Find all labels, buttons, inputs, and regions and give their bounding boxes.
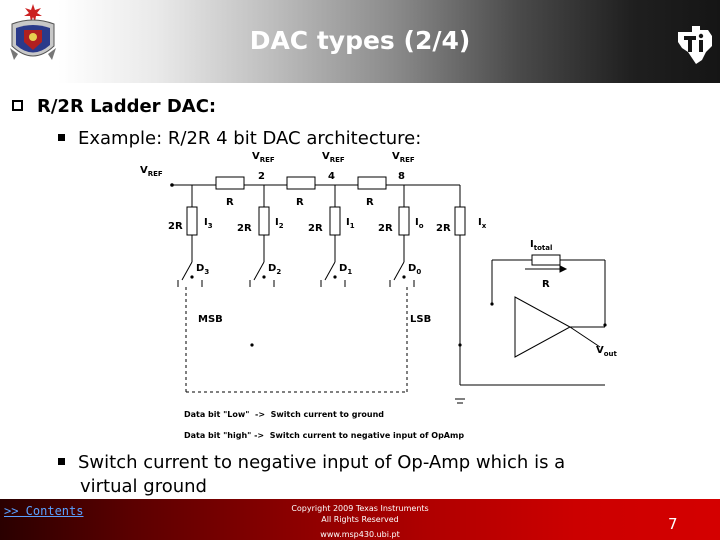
current-ix: Ix: [478, 217, 487, 230]
header-bar: [0, 0, 720, 83]
current-io: Io: [415, 217, 424, 230]
current-i1: I1: [346, 217, 355, 230]
shunt-2r-2: 2R: [237, 223, 252, 234]
current-i3: I3: [204, 217, 213, 230]
crest-icon: [10, 4, 56, 60]
lsb-label: LSB: [410, 314, 431, 325]
bullet-switch-line2: virtual ground: [80, 476, 207, 497]
bullet-main-text: R/2R Ladder DAC:: [37, 96, 217, 117]
legend-high: Data bit "high" -> Switch current to neg…: [184, 431, 464, 440]
vref-eighth-den: 8: [398, 171, 405, 182]
vref-quarter-den: 4: [328, 171, 335, 182]
contents-link[interactable]: >> Contents: [4, 504, 84, 518]
switch-d3: D3: [196, 263, 209, 276]
vref-eighth-label: VREF: [392, 151, 415, 164]
university-label: UBI: [11, 68, 32, 81]
vref-quarter-label: VREF: [322, 151, 345, 164]
feedback-r-label: R: [542, 279, 550, 290]
series-r-3: R: [366, 197, 374, 208]
legend-low: Data bit "Low" -> Switch current to grou…: [184, 410, 384, 419]
copyright-line1: Copyright 2009 Texas Instruments: [291, 504, 429, 513]
msb-label: MSB: [198, 314, 223, 325]
website-url: www.msp430.ubi.pt: [320, 530, 400, 539]
page-title: DAC types (2/4): [249, 26, 471, 55]
series-r-1: R: [226, 197, 234, 208]
footer-bar: [0, 499, 720, 540]
switch-d2: D2: [268, 263, 281, 276]
ti-logo-icon: [678, 26, 712, 64]
square-bullet-icon: [58, 458, 65, 465]
series-r-2: R: [296, 197, 304, 208]
switch-d0: D0: [408, 263, 421, 276]
bullet-switch-line1: Switch current to negative input of Op-A…: [78, 452, 566, 473]
vref-half-label: VREF: [252, 151, 275, 164]
vref-half-den: 2: [258, 171, 265, 182]
switch-d1: D1: [339, 263, 352, 276]
vref-main-label: VREF: [140, 165, 163, 178]
bullet-example: Example: R/2R 4 bit DAC architecture:: [58, 128, 421, 148]
copyright-line2: All Rights Reserved: [321, 515, 399, 524]
r2r-dac-circuit: VREF VREF 2 VREF 4 VREF 8 R R R 2R 2R 2R…: [140, 151, 618, 440]
shunt-2r-4: 2R: [378, 223, 393, 234]
page-number: 7: [668, 515, 678, 533]
square-bullet-icon: [58, 134, 65, 141]
bullet-r2r-ladder: R/2R Ladder DAC:: [12, 96, 216, 117]
current-i2: I2: [275, 217, 284, 230]
itotal-label: Itotal: [530, 239, 552, 252]
shunt-2r-5: 2R: [436, 223, 451, 234]
bullet-switch-current: Switch current to negative input of Op-A…: [58, 451, 698, 499]
shunt-2r-3: 2R: [308, 223, 323, 234]
copyright-notice: Copyright 2009 Texas Instruments All Rig…: [280, 503, 440, 525]
vout-label: Vout: [596, 345, 618, 358]
checkbox-bullet-icon: [12, 100, 23, 111]
shunt-2r-1: 2R: [168, 221, 183, 232]
bullet-example-text: Example: R/2R 4 bit DAC architecture:: [78, 128, 422, 148]
